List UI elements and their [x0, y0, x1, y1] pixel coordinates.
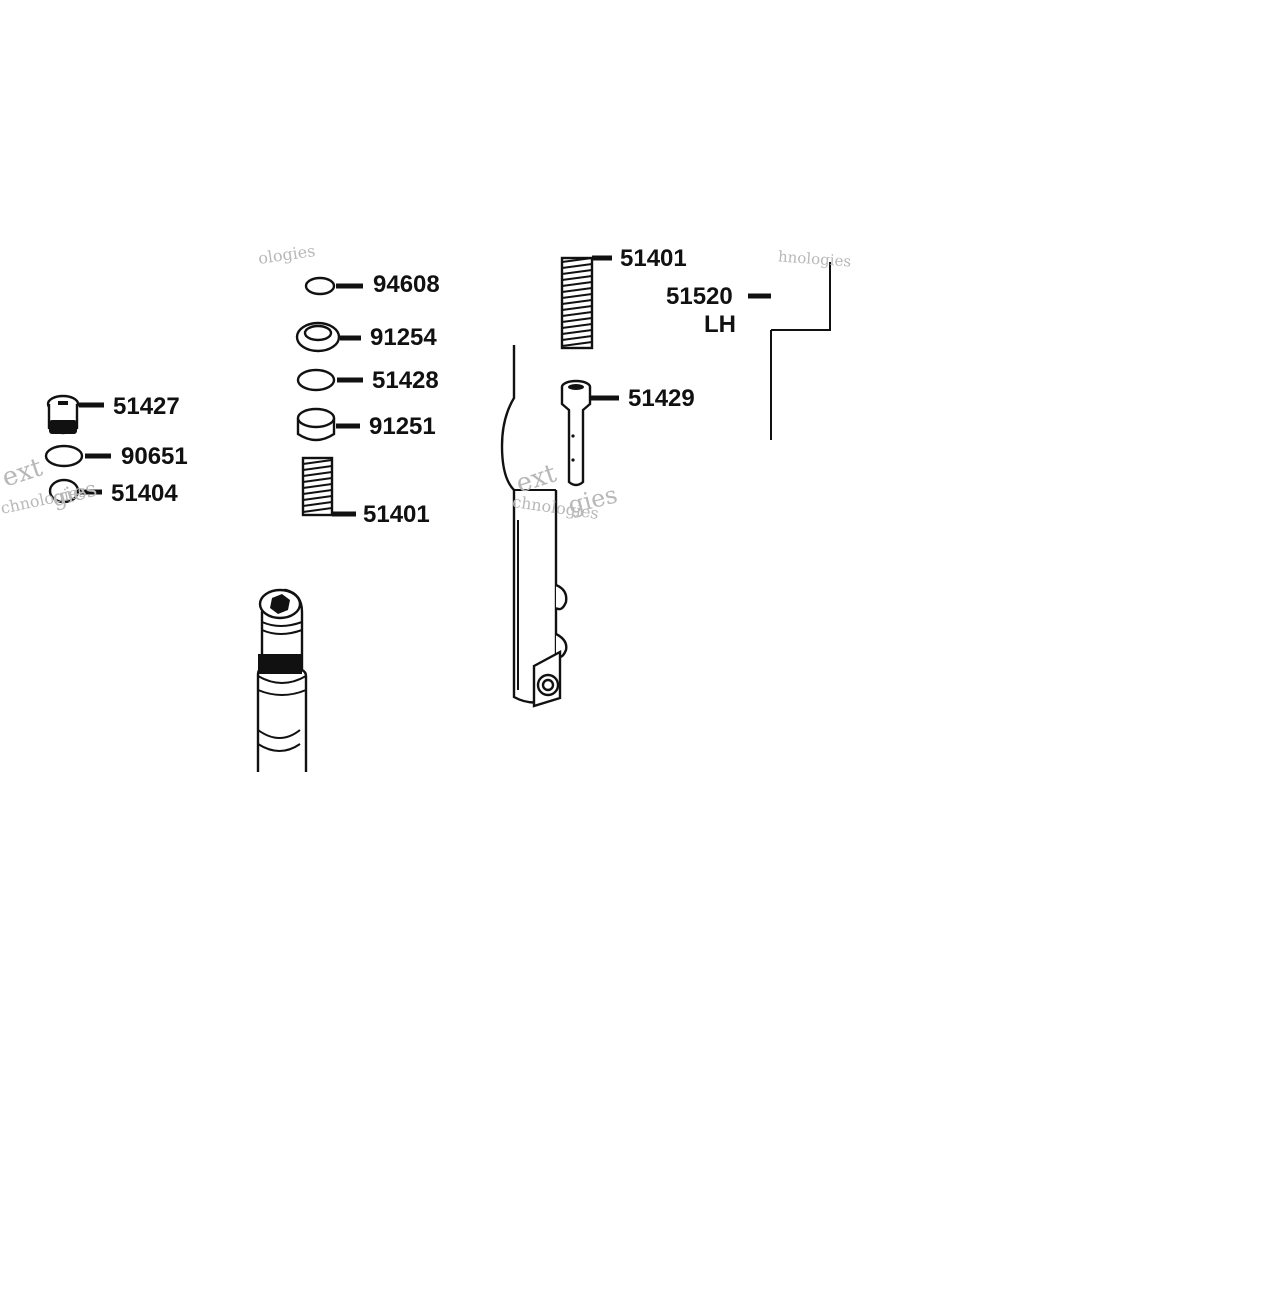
fork-tube: [256, 588, 308, 772]
spring-51401-upper: [560, 255, 612, 350]
ring-51404: [48, 478, 102, 504]
washer-90651: [44, 444, 111, 468]
fork-slider: [500, 345, 568, 708]
oring-94608: [304, 276, 363, 296]
clip-51428: [296, 368, 363, 392]
plug-51427: [46, 394, 104, 435]
part-label-94608: 94608: [373, 271, 440, 298]
part-label-51428: 51428: [372, 367, 439, 394]
part-label-91254: 91254: [370, 324, 437, 351]
part-label-51520: 51520: [666, 283, 733, 310]
part-label-51404: 51404: [111, 480, 178, 507]
part-label-51401-lower: 51401: [363, 501, 430, 528]
part-label-51427: 51427: [113, 393, 180, 420]
part-label-91251: 91251: [369, 413, 436, 440]
part-label-90651: 90651: [121, 443, 188, 470]
seal-91254: [295, 321, 361, 353]
rod-51429: [560, 379, 619, 487]
spring-51401-lower: [301, 456, 356, 517]
bracket-51520-lh: [748, 262, 831, 440]
part-label-51520-side: LH: [704, 311, 736, 338]
part-label-51401-upper: 51401: [620, 245, 687, 272]
part-label-51429: 51429: [628, 385, 695, 412]
bushing-91251: [296, 407, 360, 442]
